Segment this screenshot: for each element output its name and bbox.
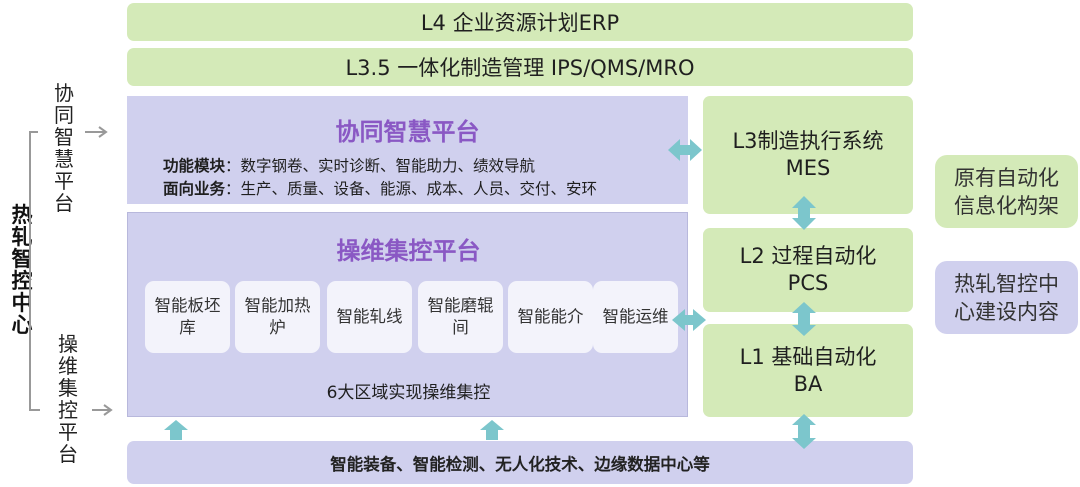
l3-mes-line2: MES	[785, 156, 831, 180]
collab-mes-double-arrow-icon	[668, 139, 702, 161]
l1-ba-line1: L1 基础自动化	[739, 344, 877, 369]
module-slab-yard: 智能板坯库	[145, 281, 230, 353]
left-ops-platform-label: 操维集控平台	[58, 332, 78, 466]
bottom-equipment-label: 智能装备、智能检测、无人化技术、边缘数据中心等	[330, 454, 710, 474]
collab-business-line: 面向业务：生产、质量、设备、能源、成本、人员、交付、安环	[163, 177, 597, 199]
left-center-main-label: 热轧智控中心	[11, 203, 33, 337]
pcs-ba-double-arrow-icon	[792, 302, 816, 336]
l35-ips-bar: L3.5 一体化制造管理 IPS/QMS/MRO	[127, 48, 913, 86]
functions-label: 功能模块	[163, 157, 226, 175]
l4-erp-bar: L4 企业资源计划ERP	[127, 3, 913, 41]
module-energy: 智能能介	[508, 281, 593, 353]
l3-mes-line1: L3制造执行系统	[732, 129, 884, 153]
bottom-up-arrow-middle-icon	[480, 420, 504, 440]
left-bracket-line	[29, 131, 40, 411]
module-maintenance: 智能运维	[593, 281, 678, 353]
legend-smart-control-content: 热轧智控中心建设内容	[935, 261, 1078, 334]
l1-ba-box: L1 基础自动化 BA	[703, 324, 913, 417]
ops-platform-footer: 6大区域实现操维集控	[326, 383, 491, 403]
left-lower-arrow-icon	[92, 404, 113, 416]
l35-ips-label: L3.5 一体化制造管理 IPS/QMS/MRO	[345, 56, 695, 80]
bottom-equipment-bar: 智能装备、智能检测、无人化技术、边缘数据中心等	[127, 441, 913, 484]
bottom-up-arrow-left-icon	[164, 420, 188, 440]
mes-pcs-double-arrow-icon	[792, 196, 816, 230]
l3-mes-box: L3制造执行系统 MES	[703, 96, 913, 214]
business-label: 面向业务	[163, 180, 226, 198]
left-upper-arrow-icon	[85, 126, 108, 138]
module-rolling-line: 智能轧线	[327, 281, 412, 353]
l4-erp-label: L4 企业资源计划ERP	[420, 11, 620, 35]
l2-pcs-box: L2 过程自动化 PCS	[703, 228, 913, 312]
module-furnace: 智能加热炉	[235, 281, 320, 353]
l1-ba-line2: BA	[793, 371, 823, 396]
collab-functions-line: 功能模块：数字钢卷、实时诊断、智能助力、绩效导航	[163, 154, 535, 176]
l2-pcs-line1: L2 过程自动化	[739, 244, 877, 268]
collab-platform-title: 协同智慧平台	[335, 118, 480, 146]
functions-text: ：数字钢卷、实时诊断、智能助力、绩效导航	[225, 157, 536, 175]
ops-platform-title: 操维集控平台	[336, 237, 481, 265]
ba-bottom-double-arrow-icon	[792, 414, 816, 449]
ops-l1-double-arrow-icon	[672, 309, 706, 331]
legend-existing-architecture: 原有自动化信息化构架	[935, 155, 1078, 228]
l2-pcs-line2: PCS	[787, 271, 829, 295]
left-collab-platform-label: 协同智慧平台	[54, 81, 74, 215]
business-text: ：生产、质量、设备、能源、成本、人员、交付、安环	[225, 180, 598, 198]
module-roll-shop: 智能磨辊间	[418, 281, 503, 353]
collab-platform-panel: 协同智慧平台 功能模块：数字钢卷、实时诊断、智能助力、绩效导航 面向业务：生产、…	[127, 96, 688, 204]
